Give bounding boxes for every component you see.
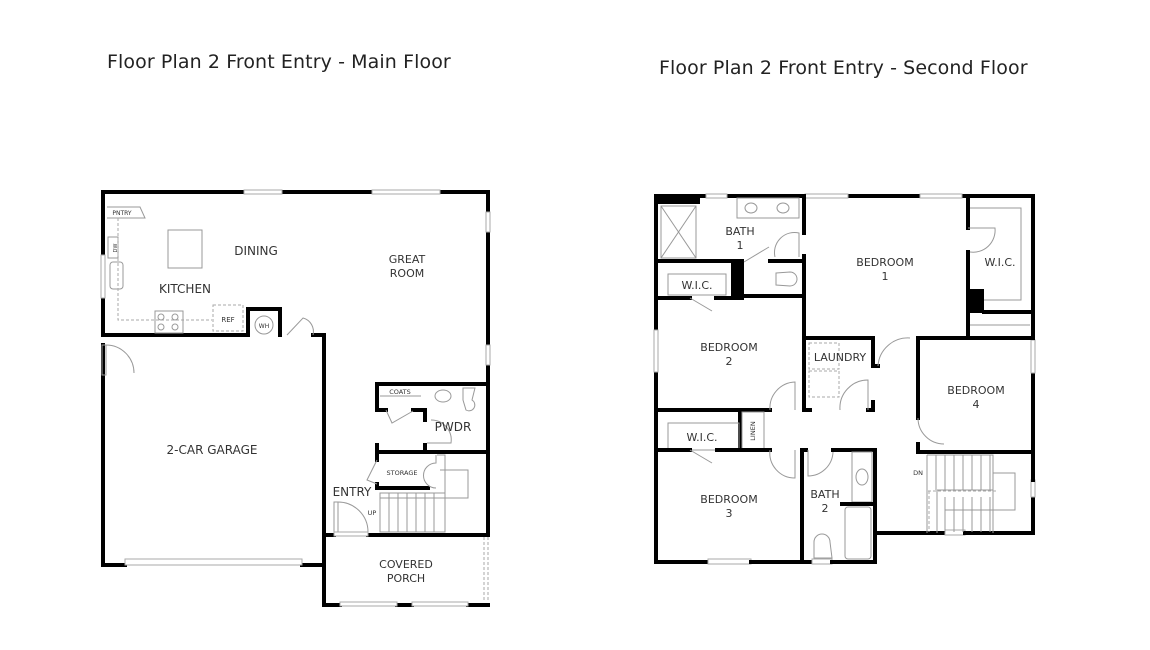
refrigerator-label: REF bbox=[221, 316, 234, 324]
bath-1-label-2: 1 bbox=[737, 239, 744, 252]
pantry-label: PNTRY bbox=[112, 210, 132, 217]
covered-porch-label-2: PORCH bbox=[387, 572, 425, 585]
main-floor-plan: WH PNTRY DW REF DINING GREAT ROOM KITCHE… bbox=[100, 189, 491, 607]
bath-1-label-1: BATH bbox=[725, 225, 754, 238]
bedroom-1-label-1: BEDROOM bbox=[856, 256, 913, 269]
wic-bedroom-2-label: W.I.C. bbox=[681, 279, 712, 292]
wic-master-label: W.I.C. bbox=[984, 256, 1015, 269]
dishwasher-label: DW bbox=[113, 244, 119, 253]
coats-label: COATS bbox=[389, 388, 411, 396]
linen-label: LINEN bbox=[749, 421, 757, 441]
great-room-label-1: GREAT bbox=[389, 253, 426, 266]
covered-porch-label-1: COVERED bbox=[379, 558, 433, 571]
wic-bedroom-3-label: W.I.C. bbox=[686, 431, 717, 444]
bedroom-2-label-1: BEDROOM bbox=[700, 341, 757, 354]
dining-label: DINING bbox=[234, 244, 278, 258]
bedroom-3-label-2: 3 bbox=[726, 507, 733, 520]
bath-2-label-1: BATH bbox=[810, 488, 839, 501]
bedroom-3-label-1: BEDROOM bbox=[700, 493, 757, 506]
bedroom-2-label-2: 2 bbox=[726, 355, 733, 368]
water-heater-label: WH bbox=[259, 323, 269, 330]
storage-label: STORAGE bbox=[387, 469, 418, 477]
bedroom-4-label-1: BEDROOM bbox=[947, 384, 1004, 397]
stairs-down-label: DN bbox=[913, 469, 923, 477]
powder-room-label: PWDR bbox=[435, 420, 472, 434]
second-floor-plan: BATH 1 W.I.C. BEDROOM 1 W.I.C. BEDROOM 2 bbox=[653, 193, 1036, 565]
bedroom-1-label-2: 1 bbox=[882, 270, 889, 283]
entry-label: ENTRY bbox=[333, 485, 372, 499]
kitchen-label: KITCHEN bbox=[159, 282, 211, 296]
laundry-label: LAUNDRY bbox=[814, 351, 867, 364]
bath-2-label-2: 2 bbox=[822, 502, 829, 515]
bedroom-4-label-2: 4 bbox=[973, 398, 980, 411]
stairs-up-label: UP bbox=[368, 509, 377, 517]
great-room-label-2: ROOM bbox=[390, 267, 424, 280]
second-floor-title: Floor Plan 2 Front Entry - Second Floor bbox=[659, 57, 1028, 79]
main-floor-title: Floor Plan 2 Front Entry - Main Floor bbox=[107, 51, 451, 73]
garage-label: 2-CAR GARAGE bbox=[167, 443, 258, 457]
